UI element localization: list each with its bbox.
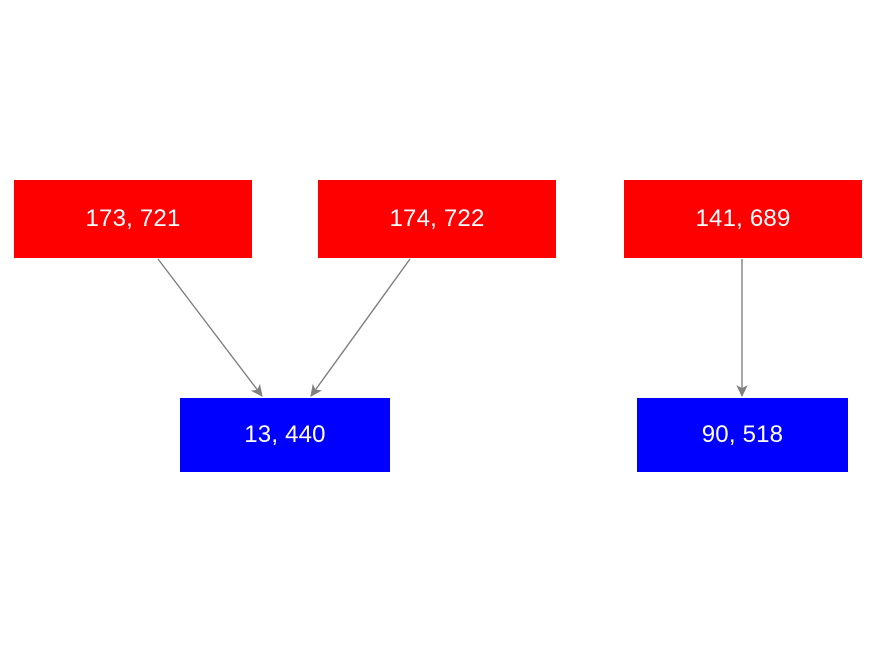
edge-arrow: [310, 258, 411, 397]
node-label: 90, 518: [701, 421, 784, 448]
node-label: 173, 721: [85, 205, 181, 232]
edge-arrow: [157, 258, 263, 397]
node-label: 174, 722: [389, 205, 485, 232]
graph-node-source[interactable]: 174, 722: [318, 180, 556, 258]
edges-group: [157, 258, 748, 398]
node-label: 141, 689: [695, 205, 791, 232]
graph-node-source[interactable]: 141, 689: [624, 180, 862, 258]
node-label: 13, 440: [244, 421, 326, 448]
graph-node-target[interactable]: 90, 518: [637, 398, 848, 472]
graph-node-target[interactable]: 13, 440: [180, 398, 390, 472]
graph-node-source[interactable]: 173, 721: [14, 180, 252, 258]
